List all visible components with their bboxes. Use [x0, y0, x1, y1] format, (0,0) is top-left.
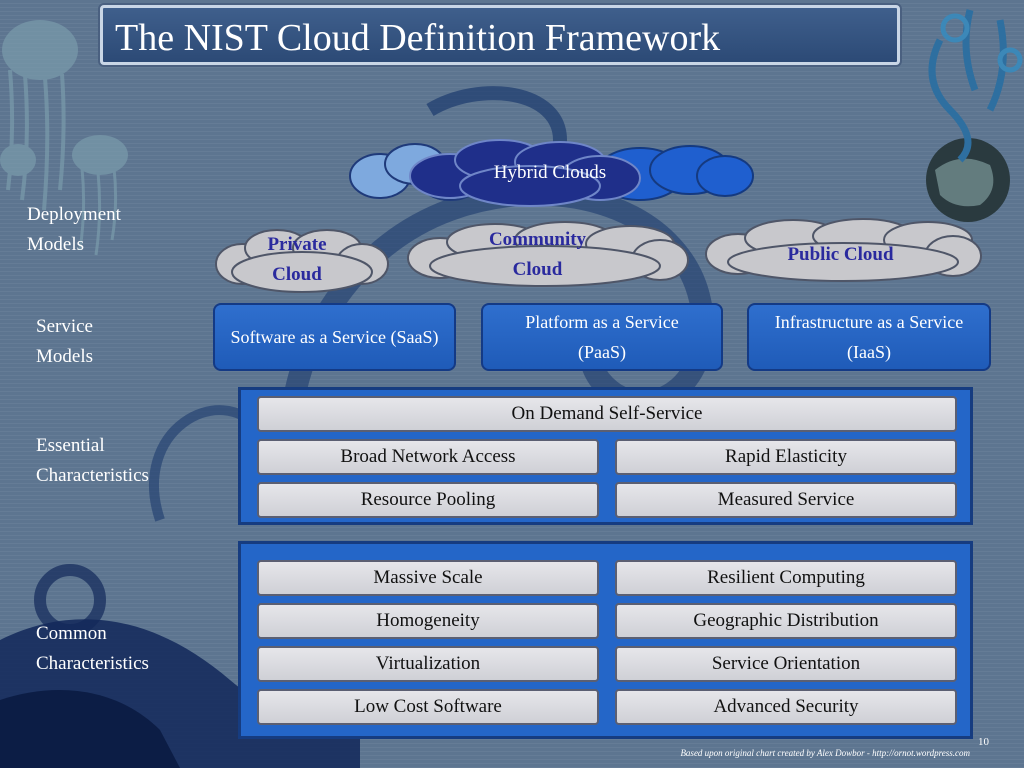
- public-cloud-label: Public Cloud: [787, 244, 894, 265]
- paas-box: Platform as a Service (PaaS): [481, 303, 723, 371]
- wave-curl: [34, 564, 106, 636]
- community-cloud-shape: [407, 221, 689, 287]
- page-number: 10: [978, 736, 989, 748]
- rapid-elasticity: Rapid Elasticity: [615, 439, 957, 475]
- title-bar: The NIST Cloud Definition Framework: [100, 5, 900, 65]
- homogeneity: Homogeneity: [257, 603, 599, 639]
- wave-decoration: [0, 690, 180, 768]
- resilient-computing: Resilient Computing: [615, 560, 957, 596]
- public-cloud-shape: [705, 218, 982, 282]
- hybrid-cloud-shape: [349, 139, 754, 207]
- private-cloud-shape: [215, 229, 389, 293]
- deployment-models-label: Deployment Models: [27, 204, 121, 255]
- broad-network-access: Broad Network Access: [257, 439, 599, 475]
- attribution-footer: Based upon original chart created by Ale…: [680, 748, 970, 758]
- slide-title: The NIST Cloud Definition Framework: [115, 17, 721, 59]
- common-characteristics-label: Common Characteristics: [36, 623, 149, 674]
- virtualization: Virtualization: [257, 646, 599, 682]
- massive-scale: Massive Scale: [257, 560, 599, 596]
- common-characteristics-panel: Massive Scale Resilient Computing Homoge…: [238, 541, 973, 739]
- jellyfish-decoration: [0, 20, 128, 256]
- service-orientation: Service Orientation: [615, 646, 957, 682]
- private-cloud: Private Cloud: [267, 234, 327, 285]
- advanced-security: Advanced Security: [615, 689, 957, 725]
- hybrid-clouds-label: Hybrid Clouds: [493, 162, 607, 183]
- low-cost-software: Low Cost Software: [257, 689, 599, 725]
- essential-characteristics-panel: On Demand Self-Service Broad Network Acc…: [238, 387, 973, 525]
- on-demand-self-service: On Demand Self-Service: [257, 396, 957, 432]
- measured-service: Measured Service: [615, 482, 957, 518]
- community-cloud: Community Cloud: [488, 229, 587, 280]
- essential-characteristics-label: Essential Characteristics: [36, 435, 149, 486]
- geographic-distribution: Geographic Distribution: [615, 603, 957, 639]
- resource-pooling: Resource Pooling: [257, 482, 599, 518]
- saas-box: Software as a Service (SaaS): [213, 303, 456, 371]
- iaas-box: Infrastructure as a Service (IaaS): [747, 303, 991, 371]
- service-models-label: Service Models: [36, 316, 93, 367]
- globe-decoration: [926, 9, 1023, 222]
- navy-cloud: [409, 139, 641, 207]
